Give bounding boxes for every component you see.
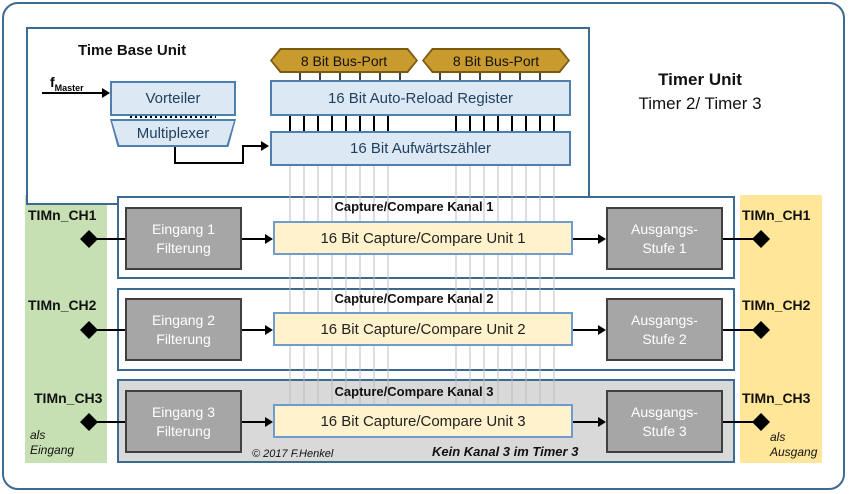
- no-channel-3-note: Kein Kanal 3 im Timer 3: [432, 444, 579, 459]
- cc-unit-2: 16 Bit Capture/Compare Unit 2: [273, 312, 573, 346]
- timer-unit-subtitle: Timer 2/ Timer 3: [638, 94, 762, 113]
- bus-port-2: 8 Bit Bus-Port: [422, 48, 570, 73]
- output-stage-3-line2: Stufe 3: [642, 422, 687, 439]
- timer-unit-title: Timer Unit: [658, 70, 742, 89]
- output-stage-2-line2: Stufe 2: [642, 330, 687, 347]
- input-filter-1-line2: Filterung: [156, 239, 211, 256]
- output-stage-1-line1: Ausgangs-: [631, 220, 698, 237]
- prescaler-block: Vorteiler: [110, 81, 236, 116]
- output-pin-2: TIMn_CH2: [742, 297, 811, 313]
- output-note-line1: als: [770, 430, 786, 444]
- input-note-line2: Eingang: [30, 443, 75, 457]
- bus-port-1-label: 8 Bit Bus-Port: [300, 52, 388, 69]
- output-note-line2: Ausgang: [770, 445, 818, 459]
- time-base-unit-title: Time Base Unit: [78, 42, 187, 59]
- output-pin-1: TIMn_CH1: [742, 207, 811, 223]
- cc-unit-1: 16 Bit Capture/Compare Unit 1: [273, 221, 573, 255]
- input-filter-1-line1: Eingang 1: [151, 220, 216, 237]
- input-note-line1: als: [30, 428, 46, 442]
- output-stage-1-line2: Stufe 1: [642, 239, 687, 256]
- input-filter-3-line2: Filterung: [156, 422, 211, 439]
- bus-port-1: 8 Bit Bus-Port: [270, 48, 418, 73]
- channel-3-title: Capture/Compare Kanal 3: [334, 384, 494, 399]
- channel-2-title: Capture/Compare Kanal 2: [334, 291, 494, 306]
- input-note: als Eingang: [30, 428, 74, 458]
- up-counter: 16 Bit Aufwärtszähler: [270, 131, 571, 166]
- fmaster-label: fMaster: [50, 74, 84, 93]
- input-pin-3-diamond: [80, 413, 98, 431]
- output-stage-2-line1: Ausgangs-: [631, 311, 698, 328]
- output-stage-1: Ausgangs- Stufe 1: [606, 207, 723, 270]
- input-pin-2: TIMn_CH2: [28, 297, 97, 313]
- channel-1-title: Capture/Compare Kanal 1: [334, 199, 494, 214]
- input-pin-3: TIMn_CH3: [34, 390, 103, 406]
- bus-port-2-label: 8 Bit Bus-Port: [452, 52, 540, 69]
- input-filter-2: Eingang 2 Filterung: [125, 298, 242, 361]
- input-pin-2-diamond: [80, 321, 98, 339]
- input-filter-2-line2: Filterung: [156, 330, 211, 347]
- multiplexer-label: Multiplexer: [112, 121, 234, 145]
- cc-unit-3: 16 Bit Capture/Compare Unit 3: [273, 404, 573, 438]
- fmaster-main: f: [50, 74, 55, 90]
- output-pin-2-diamond: [752, 321, 770, 339]
- auto-reload-register: 16 Bit Auto-Reload Register: [270, 80, 571, 116]
- output-stage-2: Ausgangs- Stufe 2: [606, 298, 723, 361]
- output-note: als Ausgang: [770, 430, 817, 460]
- input-filter-2-line1: Eingang 2: [151, 311, 216, 328]
- output-pin-3: TIMn_CH3: [742, 390, 811, 406]
- input-filter-1: Eingang 1 Filterung: [125, 207, 242, 270]
- copyright-note: © 2017 F.Henkel: [252, 448, 334, 460]
- input-filter-3: Eingang 3 Filterung: [125, 390, 242, 453]
- output-pin-3-diamond: [752, 413, 770, 431]
- input-filter-3-line1: Eingang 3: [151, 403, 216, 420]
- input-pin-1: TIMn_CH1: [28, 207, 97, 223]
- multiplexer-block: Multiplexer: [110, 119, 236, 147]
- input-pin-1-diamond: [80, 230, 98, 248]
- output-stage-3-line1: Ausgangs-: [631, 403, 698, 420]
- output-pin-1-diamond: [752, 230, 770, 248]
- output-stage-3: Ausgangs- Stufe 3: [606, 390, 723, 453]
- fmaster-sub: Master: [54, 82, 84, 93]
